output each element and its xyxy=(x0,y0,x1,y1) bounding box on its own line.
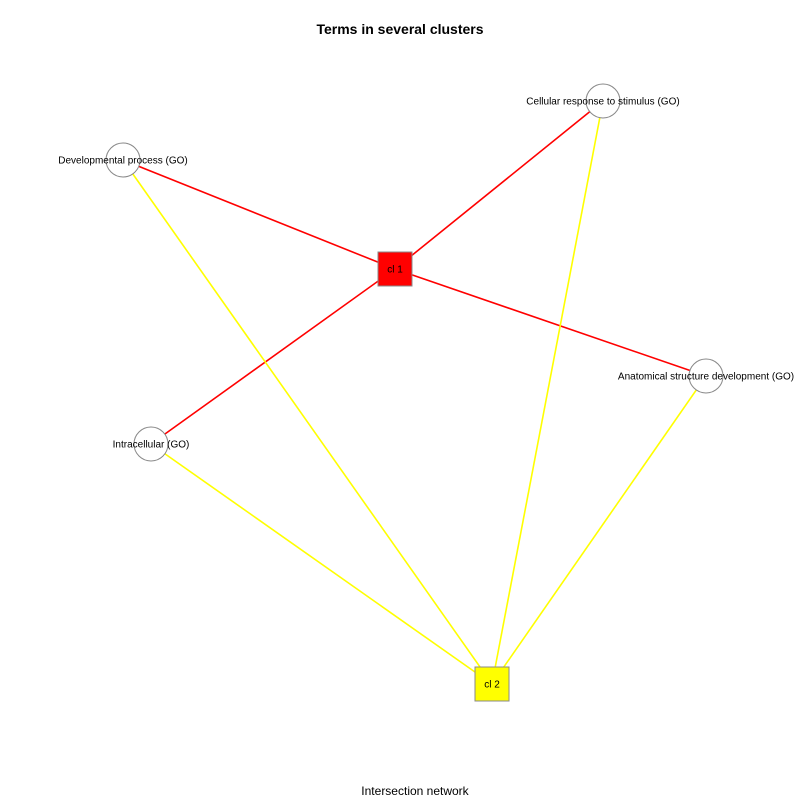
edge-cl1-dev xyxy=(122,159,396,270)
cluster-node-cl1: cl 1 xyxy=(377,251,413,287)
term-circle xyxy=(585,83,621,119)
edge-cl2-anat xyxy=(491,375,707,685)
term-node-cell: Cellular response to stimulus (GO) xyxy=(526,83,680,119)
term-node-anat: Anatomical structure development (GO) xyxy=(618,358,794,394)
edge-cl1-anat xyxy=(394,268,707,377)
cluster-square xyxy=(377,251,413,287)
term-node-dev: Developmental process (GO) xyxy=(58,142,188,178)
term-label: Intracellular (GO) xyxy=(113,440,190,451)
cluster-node-cl2: cl 2 xyxy=(474,666,510,702)
cluster-label: cl 1 xyxy=(387,265,403,276)
term-label: Cellular response to stimulus (GO) xyxy=(526,97,679,108)
diagram-footer: Intersection network xyxy=(361,784,469,798)
term-label: Developmental process (GO) xyxy=(58,156,188,167)
term-label: Anatomical structure development (GO) xyxy=(618,372,794,383)
edge-cl2-cell xyxy=(491,100,604,685)
diagram-title: Terms in several clusters xyxy=(316,21,484,37)
term-node-intra: Intracellular (GO) xyxy=(113,426,190,462)
edges-layer xyxy=(122,100,707,685)
edge-cl2-dev xyxy=(122,159,493,685)
term-circle xyxy=(133,426,169,462)
term-circle xyxy=(688,358,724,394)
cluster-label: cl 2 xyxy=(484,680,500,691)
nodes-layer: Developmental process (GO) Cellular respo… xyxy=(58,83,794,702)
edge-cl1-intra xyxy=(150,268,396,445)
term-circle xyxy=(105,142,141,178)
edge-cl1-cell xyxy=(394,100,604,270)
edge-cl2-intra xyxy=(150,443,493,685)
cluster-square xyxy=(474,666,510,702)
